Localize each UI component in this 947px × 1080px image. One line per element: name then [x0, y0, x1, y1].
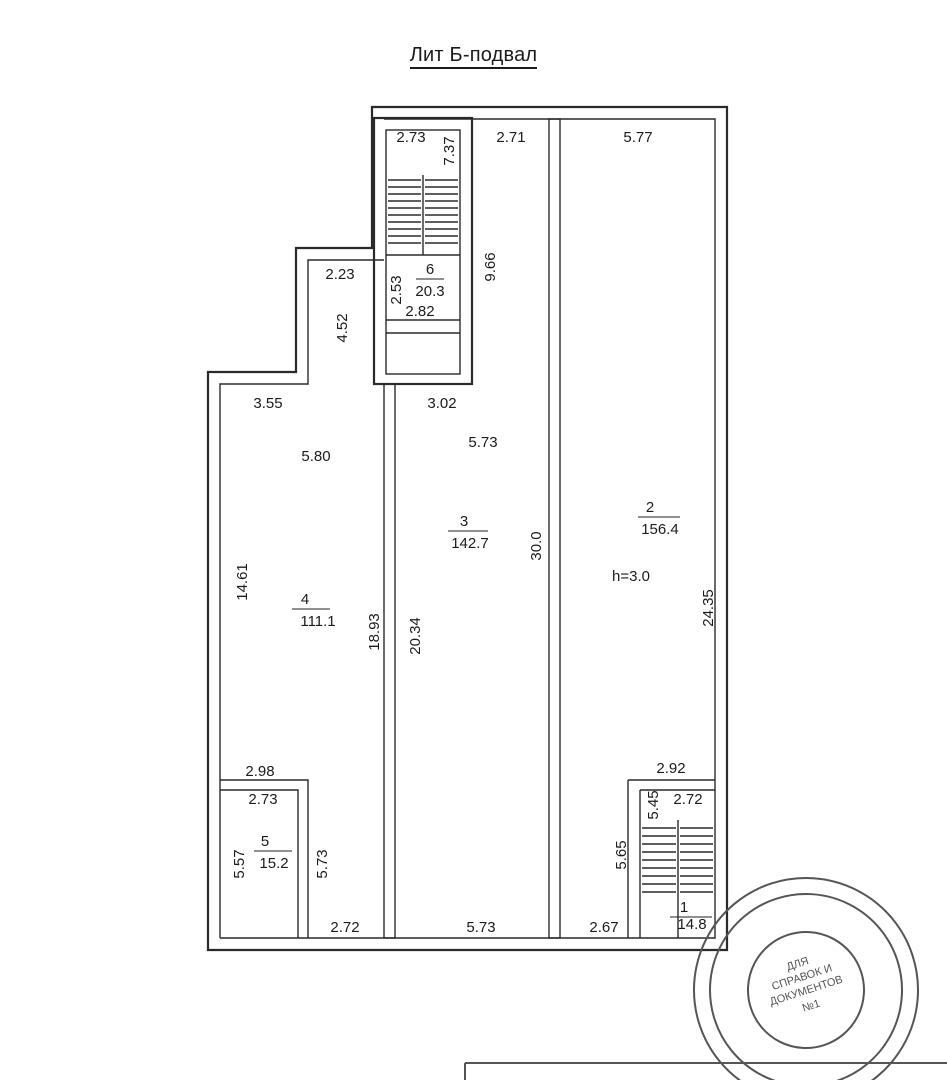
room-5-walls — [220, 779, 309, 938]
dimension-label: 18.93 — [366, 613, 383, 651]
outer-wall — [206, 105, 729, 952]
plan-title: Лит Б-подвал — [0, 44, 947, 69]
dimension-label: 2.73 — [248, 791, 277, 808]
inner-wall-line — [219, 259, 384, 938]
dimension-label: 3.55 — [253, 395, 282, 412]
dimension-label: 5.45 — [645, 790, 662, 819]
dimension-label: 24.35 — [700, 589, 717, 627]
dimension-label: 9.66 — [482, 252, 499, 281]
room-1-walls — [627, 779, 715, 938]
dimension-label: 2.72 — [330, 919, 359, 936]
room-number: 6 — [426, 261, 434, 278]
room-label-5: 5 15.2 — [254, 833, 292, 872]
dimension-label: 3.02 — [427, 395, 456, 412]
partition-wall — [548, 118, 561, 939]
room-area: 111.1 — [300, 613, 335, 630]
dimension-label: 2.67 — [589, 919, 618, 936]
dimension-label: 5.77 — [623, 129, 652, 146]
room-number: 5 — [261, 833, 269, 850]
room-area: 15.2 — [259, 855, 288, 872]
room-label-1: 1 14.8 — [670, 899, 712, 933]
room-number: 4 — [301, 591, 309, 608]
svg-text:№1: №1 — [801, 998, 822, 1015]
room-number: 2 — [646, 499, 654, 516]
dimension-label: 2.23 — [325, 266, 354, 283]
height-note: h=3.0 — [612, 568, 650, 585]
room-area: 142.7 — [451, 535, 489, 552]
room-label-2: 2 156.4 — [638, 499, 680, 538]
dimension-label: 2.98 — [245, 763, 274, 780]
room-number: 1 — [680, 899, 688, 916]
dimension-label: 2.72 — [673, 791, 702, 808]
dimension-label: 14.61 — [234, 563, 251, 601]
dimension-label: 2.73 — [396, 129, 425, 146]
dimension-label: 5.73 — [314, 849, 331, 878]
dimension-label: 20.34 — [407, 617, 424, 655]
room-area: 20.3 — [415, 283, 444, 300]
room-area: 14.8 — [677, 916, 706, 933]
room-label-4: 4 111.1 — [292, 591, 336, 630]
stair-treads-bottom — [642, 827, 713, 893]
dimension-label: 5.73 — [468, 434, 497, 451]
dimension-label: 7.37 — [441, 136, 458, 165]
room-label-3: 3 142.7 — [448, 513, 489, 552]
partition-wall — [383, 383, 396, 939]
stair-treads-top — [388, 179, 458, 244]
room-area: 156.4 — [641, 521, 679, 538]
dimension-label: 5.73 — [466, 919, 495, 936]
dimension-label: 2.71 — [496, 129, 525, 146]
stair-core-inner — [385, 129, 461, 375]
dimension-label: 2.92 — [656, 760, 685, 777]
dimension-label: 5.80 — [301, 448, 330, 465]
dimension-label: 2.53 — [388, 275, 405, 304]
dimension-label: 30.0 — [528, 531, 545, 560]
dimension-label: 5.65 — [613, 840, 630, 869]
room-number: 3 — [460, 513, 468, 530]
dimension-label: 2.82 — [405, 303, 434, 320]
dimension-label: 5.57 — [231, 849, 248, 878]
room-label-6: 6 20.3 — [415, 261, 444, 300]
dimension-label: 4.52 — [334, 313, 351, 342]
